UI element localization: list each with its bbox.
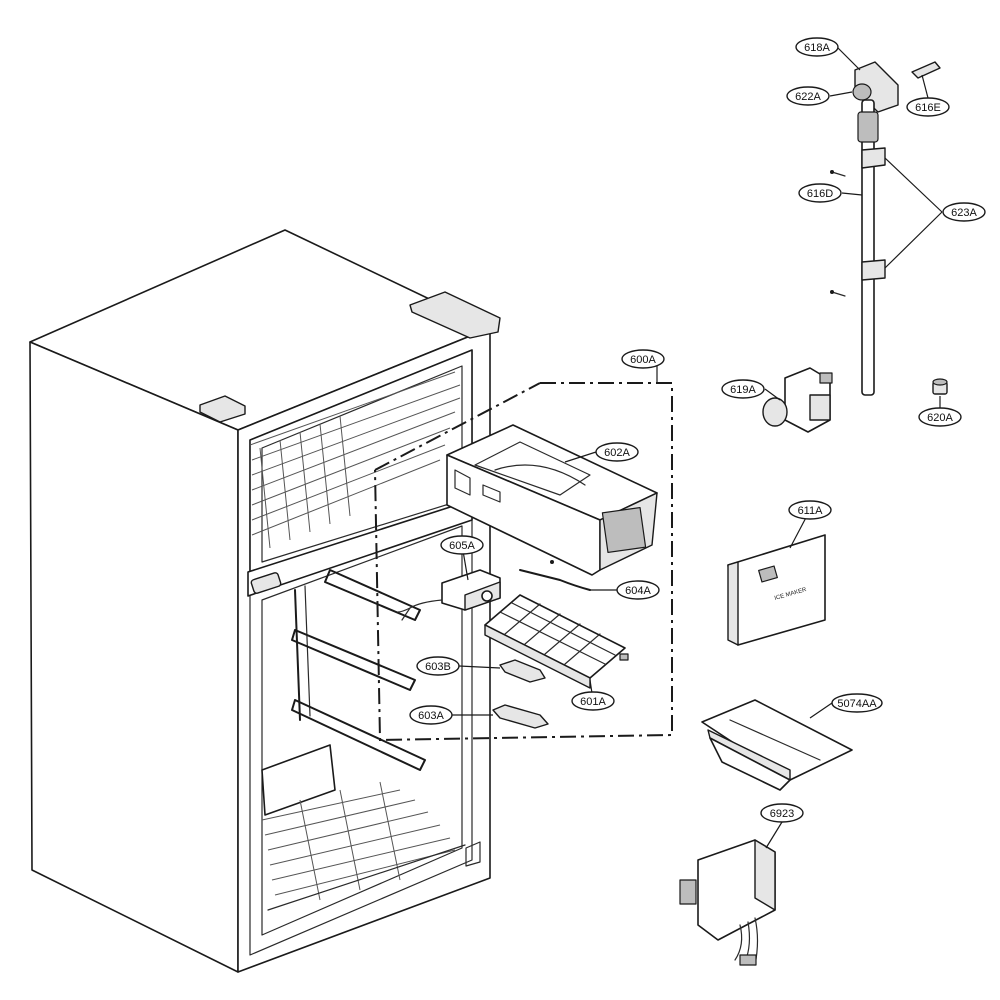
svg-text:6923: 6923 [770,808,794,820]
top-hinge [409,291,501,339]
svg-text:603B: 603B [425,661,451,673]
callout-604A: 604A [616,580,660,600]
callout-601A: 601A [571,691,615,711]
control-box [679,839,776,966]
wire-harness [519,569,591,591]
svg-text:611A: 611A [798,505,824,517]
callout-616E: 616E [906,97,950,117]
callout-600A: 600A [621,349,665,369]
svg-text:623A: 623A [951,207,977,219]
callout-616D: 616D [798,183,842,203]
callout-602A: 602A [595,442,639,462]
cap-620a [932,378,948,395]
callout-618A: 618A [795,37,839,57]
svg-text:5074AA: 5074AA [837,698,877,710]
callout-5074AA: 5074AA [831,693,883,713]
svg-text:620A: 620A [927,412,953,424]
callout-611A: 611A [788,500,832,520]
callout-622A: 622A [786,86,830,106]
svg-text:618A: 618A [804,42,830,54]
bracket-603a [492,704,549,729]
svg-text:622A: 622A [795,91,821,103]
crisper-floor [261,781,466,911]
shelf-supports [291,569,426,771]
callout-603A: 603A [409,705,453,725]
top-bracket [199,395,246,423]
svg-text:619A: 619A [730,384,756,396]
svg-text:605A: 605A [449,540,475,552]
callout-623A: 623A [942,202,986,222]
callout-620A: 620A [918,407,962,427]
svg-text:616D: 616D [807,188,833,200]
ice-tray [484,594,629,689]
ice-maker-cover: ICE MAKER [727,534,826,646]
freezer-shelf [249,371,461,549]
callout-605A: 605A [440,535,484,555]
water-valve [762,367,833,433]
ice-bin [701,699,853,791]
svg-text:604A: 604A [625,585,651,597]
ice-maker-group-outline [374,382,673,742]
svg-text:601A: 601A [580,696,606,708]
ice-maker-control [397,569,501,621]
refrigerator-cabinet [29,229,501,973]
water-fill-tube [830,61,941,396]
callout-619A: 619A [721,379,765,399]
svg-text:603A: 603A [418,710,444,722]
svg-text:616E: 616E [915,102,941,114]
ice-maker-housing [446,424,658,576]
callout-603B: 603B [416,656,460,676]
svg-text:602A: 602A [604,447,630,459]
callout-6923: 6923 [760,803,804,823]
bracket-603b [499,659,546,683]
svg-text:600A: 600A [630,354,656,366]
